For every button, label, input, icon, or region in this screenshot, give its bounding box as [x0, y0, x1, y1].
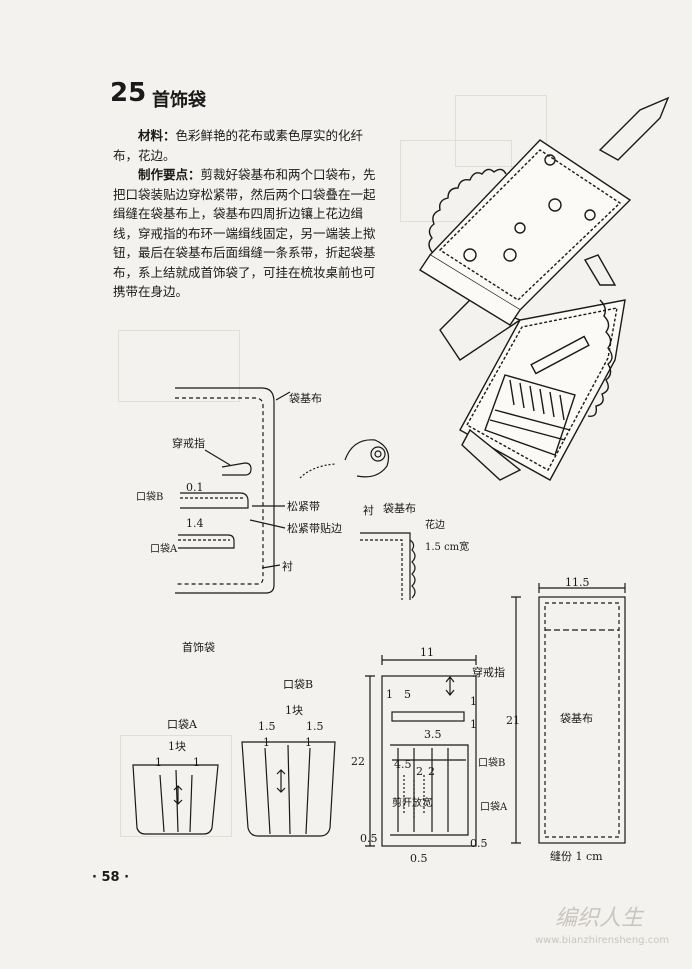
pattern-labels: 首饰袋 口袋B 1块 1.5 1.5 口袋A 1块 1 1 1 1 11 穿戒指… — [155, 576, 603, 865]
watermark-logo: 编织人生 — [555, 906, 644, 931]
cross-section-labels: 袋基布 穿戒指 0.1 1.4 口袋B 口袋A 松紧带 松紧带贴边 衬 袋基布 … — [136, 391, 469, 573]
dim-4-5: 4.5 — [394, 758, 412, 771]
label-bag-name: 首饰袋 — [182, 640, 215, 654]
method-text: 剪裁好袋基布和两个口袋布，先把口袋装贴边穿松紧带，然后两个口袋叠在一起缉缝在袋基… — [113, 167, 376, 299]
materials-text: 色彩鲜艳的花布或素色厚实的化纤布，花边。 — [113, 128, 364, 163]
label-seam: 缝份 1 cm — [550, 849, 603, 863]
label-pocket-b-qty: 1块 — [285, 704, 303, 717]
label-pocket-a-qty: 1块 — [168, 740, 186, 753]
label-lining-detail: 衬 — [363, 504, 374, 517]
label-pocket-a-assembly: 口袋A — [480, 800, 508, 813]
dim-1-a-right: 1 — [193, 756, 200, 769]
label-pocket-a: 口袋A — [167, 717, 198, 731]
dim-1-b-left: 1 — [263, 736, 270, 749]
dim-1-4: 1.4 — [186, 517, 204, 530]
page-number: · 58 · — [92, 870, 130, 885]
dim-1-b-right: 1 — [305, 736, 312, 749]
finished-bag-illustration — [419, 96, 670, 481]
instructions: 材料：色彩鲜艳的花布或素色厚实的化纤布，花边。 制作要点：剪裁好袋基布和两个口袋… — [113, 126, 385, 302]
pattern-pieces — [132, 583, 626, 847]
dim-0-5-right: 0.5 — [470, 837, 488, 850]
dim-1-right-2: 1 — [470, 718, 477, 731]
dim-11-5: 11.5 — [565, 576, 590, 589]
dim-1-top: 1 — [386, 688, 393, 701]
watermark-url: www.bianzhirensheng.com — [535, 935, 670, 946]
bleed-through-box — [118, 330, 240, 402]
dim-1-a-left: 1 — [155, 756, 162, 769]
label-pocket-a-side: 口袋A — [150, 542, 178, 555]
label-lace-width: 1.5 cm宽 — [425, 540, 469, 553]
dim-22: 22 — [351, 755, 365, 768]
materials-paragraph: 材料：色彩鲜艳的花布或素色厚实的化纤布，花边。 — [113, 126, 385, 165]
label-ring-assembly: 穿戒指 — [472, 665, 505, 679]
label-elastic-binding: 松紧带贴边 — [287, 521, 342, 535]
bleed-through-box — [120, 735, 232, 837]
method-paragraph: 制作要点：剪裁好袋基布和两个口袋布，先把口袋装贴边穿松紧带，然后两个口袋叠在一起… — [113, 165, 385, 302]
dim-3-5: 3.5 — [424, 728, 442, 741]
dim-2-b: 2 — [428, 765, 435, 778]
label-ring: 穿戒指 — [172, 436, 205, 450]
section-title: 首饰袋 — [152, 90, 206, 111]
label-base-fabric: 袋基布 — [560, 711, 593, 725]
dim-21: 21 — [506, 714, 520, 727]
label-cut-spread: 剪开放宽 — [392, 796, 432, 809]
cross-section-diagram — [175, 387, 416, 600]
label-pocket-b: 口袋B — [283, 677, 313, 691]
dim-11: 11 — [420, 646, 434, 659]
label-base-vertical-1: 袋基布 — [289, 391, 322, 405]
bleed-through-box — [455, 95, 547, 167]
dim-5: 5 — [404, 688, 411, 701]
dim-1-right-1: 1 — [470, 695, 477, 708]
label-base-detail: 袋基布 — [383, 501, 416, 515]
label-elastic: 松紧带 — [287, 499, 320, 513]
label-pocket-b-assembly: 口袋B — [478, 756, 505, 769]
dim-1-5-left: 1.5 — [258, 720, 276, 733]
label-pocket-b-side: 口袋B — [136, 490, 163, 503]
label-lining: 衬 — [282, 560, 293, 573]
dim-1-5-right: 1.5 — [306, 720, 324, 733]
dim-2-a: 2 — [416, 765, 423, 778]
dim-0-1: 0.1 — [186, 481, 204, 494]
materials-label: 材料： — [138, 128, 176, 143]
method-label: 制作要点： — [138, 167, 201, 182]
label-lace: 花边 — [425, 518, 445, 531]
section-number: 25 — [110, 78, 147, 108]
dim-0-5-left: 0.5 — [360, 832, 378, 845]
dim-0-5-bottom: 0.5 — [410, 852, 428, 865]
